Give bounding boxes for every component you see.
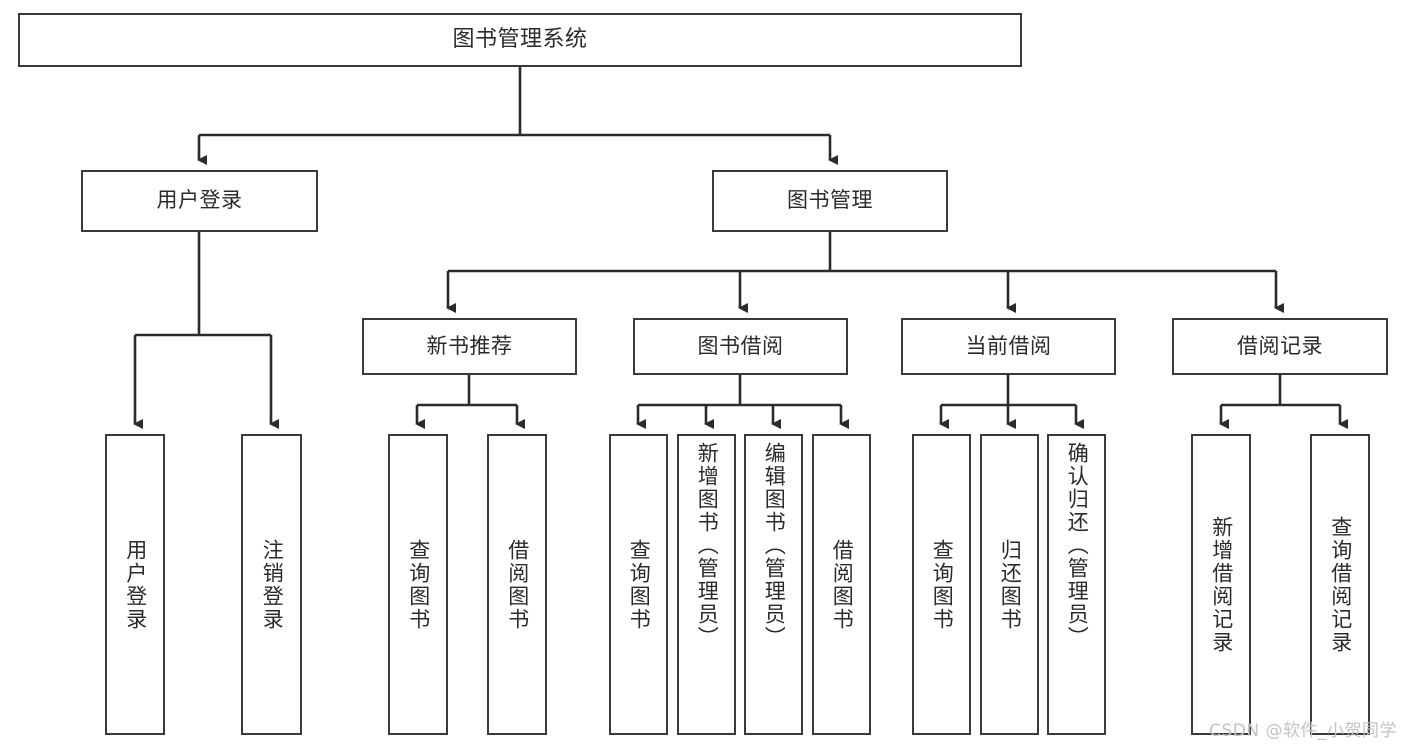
leaf-edit-book-admin[interactable]: 编辑图书（管理员）	[744, 434, 803, 735]
leaf-query-book-current[interactable]: 查询图书	[912, 434, 971, 735]
leaf-logout[interactable]: 注销登录	[241, 434, 302, 735]
leaf-confirm-return-admin[interactable]: 确认归还（管理员）	[1047, 434, 1106, 735]
leaf-query-book-borrow[interactable]: 查询图书	[609, 434, 668, 735]
node-label: 借阅图书	[505, 538, 530, 631]
leaf-user-login[interactable]: 用户登录	[105, 434, 165, 735]
node-label: 借阅图书	[830, 538, 855, 631]
node-label: 查询图书	[930, 538, 955, 631]
node-label: 新书推荐	[426, 333, 513, 358]
node-label: 注销登录	[260, 538, 285, 631]
node-book-borrow[interactable]: 图书借阅	[633, 318, 848, 375]
node-label: 编辑图书（管理员）	[762, 442, 787, 649]
node-current-borrow[interactable]: 当前借阅	[901, 318, 1116, 375]
leaf-query-borrow-record[interactable]: 查询借阅记录	[1310, 434, 1370, 735]
node-new-book-recommend[interactable]: 新书推荐	[362, 318, 577, 375]
node-label: 新增图书（管理员）	[695, 442, 720, 649]
node-label: 归还图书	[998, 538, 1023, 631]
node-label: 查询借阅记录	[1328, 515, 1353, 654]
node-label: 图书管理	[787, 188, 873, 213]
node-borrow-records[interactable]: 借阅记录	[1172, 318, 1388, 375]
leaf-return-book[interactable]: 归还图书	[980, 434, 1039, 735]
node-user-login[interactable]: 用户登录	[81, 170, 318, 232]
node-label: 新增借阅记录	[1209, 515, 1234, 654]
node-label: 借阅记录	[1237, 333, 1323, 358]
leaf-add-borrow-record[interactable]: 新增借阅记录	[1191, 434, 1251, 735]
node-root-system[interactable]: 图书管理系统	[18, 13, 1022, 67]
leaf-query-book-recommend[interactable]: 查询图书	[388, 434, 448, 735]
node-label: 查询图书	[627, 538, 652, 631]
node-label: 确认归还（管理员）	[1065, 442, 1090, 649]
node-label: 用户登录	[123, 538, 148, 631]
node-book-management[interactable]: 图书管理	[712, 170, 948, 232]
node-label: 图书管理系统	[452, 26, 588, 52]
leaf-add-book-admin[interactable]: 新增图书（管理员）	[677, 434, 736, 735]
csdn-watermark: CSDN @软件_小贺同学	[1209, 721, 1397, 741]
leaf-borrow-book[interactable]: 借阅图书	[812, 434, 871, 735]
leaf-borrow-book-recommend[interactable]: 借阅图书	[487, 434, 547, 735]
node-label: 用户登录	[156, 188, 243, 213]
node-label: 当前借阅	[965, 333, 1052, 358]
node-label: 查询图书	[406, 538, 431, 631]
node-label: 图书借阅	[697, 333, 784, 358]
